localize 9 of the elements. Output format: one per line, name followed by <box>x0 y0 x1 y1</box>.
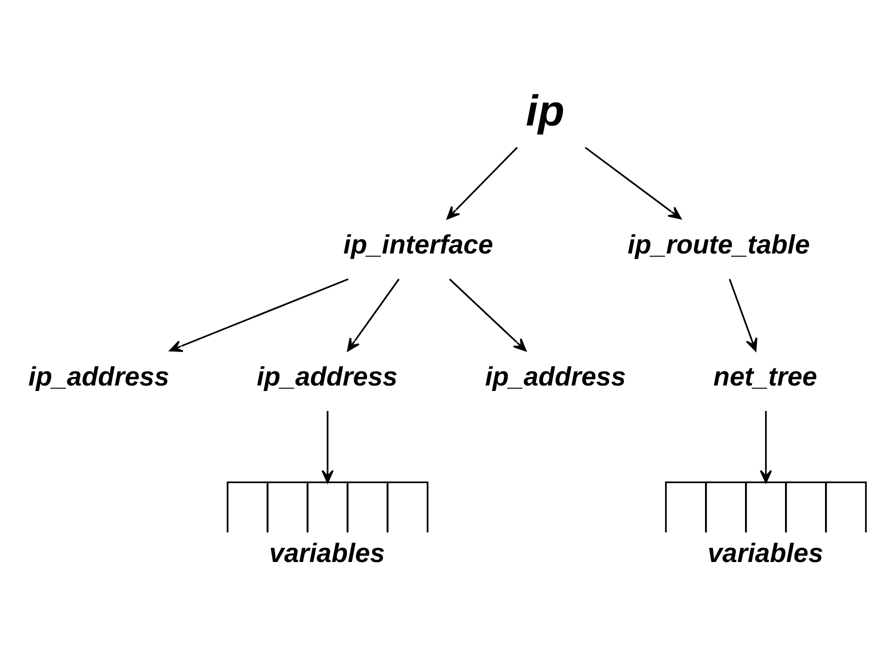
node-text: ip_address <box>256 361 398 392</box>
node-text: ip_route_table <box>628 230 810 260</box>
node-text: ip_address <box>485 361 626 392</box>
node-text: net_tree <box>713 361 818 392</box>
node-text: ip_interface <box>343 230 494 260</box>
node-text: ip_address <box>28 361 170 392</box>
node-text: variables <box>708 538 824 568</box>
node-text: variables <box>269 538 385 568</box>
node-text: ip <box>526 87 564 136</box>
